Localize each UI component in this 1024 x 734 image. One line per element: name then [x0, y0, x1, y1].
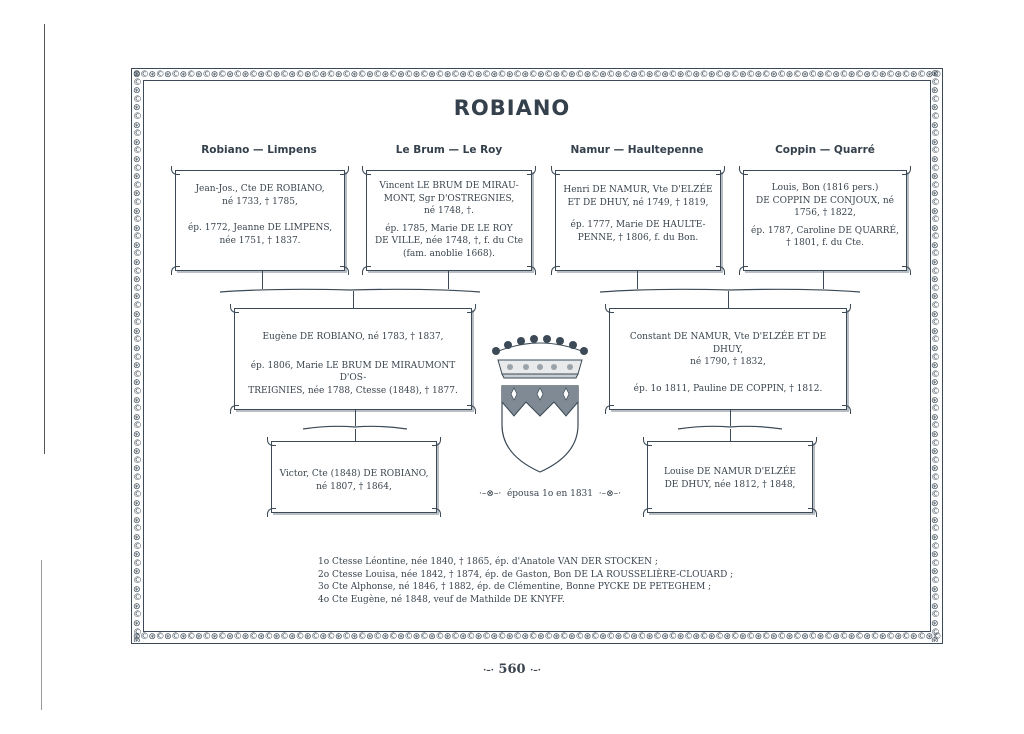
column-heading-robiano-limpens: Robiano — Limpens	[201, 144, 317, 156]
child-entry: 4o Cte Eugène, né 1848, veuf de Mathilde…	[318, 594, 565, 605]
marriage-statement: ·–⊗–· épousa 1o en 1831 ·–⊗–·	[470, 489, 630, 499]
wife-entry: Louise DE NAMUR D'ELZÉE DE DHUY, née 181…	[664, 467, 796, 490]
ornamental-border-bottom: ⊛©⊛©⊛©⊛©⊛©⊛©⊛©⊛©⊛©⊛©⊛©⊛©⊛©⊛©⊛©⊛©⊛©⊛©⊛©⊛©…	[133, 632, 941, 642]
outer-frame	[131, 68, 943, 644]
connector-line	[448, 271, 449, 289]
marriage-text: épousa 1o en 1831	[506, 489, 594, 499]
mother-entry: ép. 1o 1811, Pauline DE COPPIN, † 1812.	[633, 383, 823, 394]
grandmother-entry: ép. 1785, Marie DE LE ROY DE VILLE, née …	[374, 223, 524, 259]
scan-edge-mark	[44, 24, 45, 454]
grandmother-entry: ép. 1777, Marie DE HAULTE- PENNE, † 1806…	[570, 220, 706, 243]
column-heading-lebrum-leroy: Le Brum — Le Roy	[395, 144, 503, 156]
connector-swash-left-lower	[302, 425, 408, 430]
connector-line	[262, 271, 263, 289]
mother-entry: ép. 1806, Marie LE BRUM DE MIRAUMONT D'O…	[248, 360, 458, 396]
grandparents-box-coppin-quarre: Louis, Bon (1816 pers.) DE COPPIN DE CON…	[739, 166, 911, 275]
column-heading-coppin-quarre: Coppin — Quarré	[775, 144, 875, 156]
children-list: 1o Ctesse Léontine, née 1840, † 1865, ép…	[318, 556, 798, 606]
inner-frame	[143, 80, 931, 632]
connector-line	[355, 410, 356, 426]
connector-line	[823, 271, 824, 289]
connector-swash-left	[219, 288, 481, 293]
wife-box-louise: Louise DE NAMUR D'ELZÉE DE DHUY, née 181…	[643, 437, 817, 517]
grandmother-entry: ép. 1787, Caroline DE QUARRÉ, † 1801, f.…	[751, 225, 899, 249]
connector-line	[355, 429, 356, 441]
connector-line	[728, 291, 729, 308]
father-entry: Constant DE NAMUR, Vte D'ELZÉE ET DE DHU…	[629, 332, 827, 367]
child-entry: 2o Ctesse Louisa, née 1842, † 1874, ép. …	[318, 569, 734, 580]
connector-swash-right	[599, 288, 861, 293]
coat-of-arms-crest	[492, 335, 588, 473]
parents-box-namur: Constant DE NAMUR, Vte D'ELZÉE ET DE DHU…	[605, 304, 851, 414]
ornament-right-icon: ·–⊗–·	[598, 489, 622, 499]
grandmother-entry: ép. 1772, Jeanne DE LIMPENS, née 1751, †…	[187, 223, 333, 246]
page-number: ·–· 560 ·–·	[483, 662, 541, 677]
husband-box-victor: Victor, Cte (1848) DE ROBIANO, né 1807, …	[267, 437, 441, 517]
grandfather-entry: Vincent LE BRUM DE MIRAU- MONT, Sgr D'OS…	[379, 181, 519, 216]
child-entry: 3o Cte Alphonse, né 1846, † 1882, ép. de…	[318, 582, 712, 592]
ornamental-border-right: ⊛©⊛©⊛©⊛©⊛©⊛©⊛©⊛©⊛©⊛©⊛©⊛©⊛©⊛©⊛©⊛©⊛©⊛©⊛©⊛©…	[931, 70, 940, 642]
connector-swash-right-lower	[677, 425, 783, 430]
ornament-dash-icon: ·–·	[530, 666, 541, 676]
grandfather-entry: Jean-Jos., Cte DE ROBIANO, né 1733, † 17…	[195, 184, 325, 207]
connector-line	[730, 410, 731, 426]
scan-edge-mark	[41, 560, 42, 710]
page-title: ROBIANO	[453, 96, 571, 120]
ornament-left-icon: ·–⊗–·	[478, 489, 502, 499]
parents-box-robiano: Eugène DE ROBIANO, né 1783, † 1837, ép. …	[230, 304, 476, 414]
connector-line	[637, 271, 638, 289]
column-heading-namur-haultepenne: Namur — Haultepenne	[570, 144, 704, 156]
grandparents-box-namur-haultepenne: Henri DE NAMUR, Vte D'ELZÉE ET DE DHUY, …	[551, 166, 725, 275]
father-entry: Eugène DE ROBIANO, né 1783, † 1837,	[262, 332, 444, 342]
grandfather-entry: Henri DE NAMUR, Vte D'ELZÉE ET DE DHUY, …	[563, 185, 713, 208]
ornament-dash-icon: ·–·	[483, 666, 494, 676]
ornamental-border-left: ⊛©⊛©⊛©⊛©⊛©⊛©⊛©⊛©⊛©⊛©⊛©⊛©⊛©⊛©⊛©⊛©⊛©⊛©⊛©⊛©…	[133, 70, 142, 642]
ornamental-border-top: ⊛©⊛©⊛©⊛©⊛©⊛©⊛©⊛©⊛©⊛©⊛©⊛©⊛©⊛©⊛©⊛©⊛©⊛©⊛©⊛©…	[133, 70, 941, 80]
husband-entry: Victor, Cte (1848) DE ROBIANO, né 1807, …	[279, 469, 429, 492]
child-entry: 1o Ctesse Léontine, née 1840, † 1865, ép…	[318, 557, 658, 567]
connector-line	[730, 429, 731, 441]
grandparents-box-lebrum-leroy: Vincent LE BRUM DE MIRAU- MONT, Sgr D'OS…	[362, 166, 536, 275]
grandfather-entry: Louis, Bon (1816 pers.) DE COPPIN DE CON…	[756, 183, 894, 218]
grandparents-box-robiano-limpens: Jean-Jos., Cte DE ROBIANO, né 1733, † 17…	[171, 166, 349, 275]
connector-line	[353, 291, 354, 308]
